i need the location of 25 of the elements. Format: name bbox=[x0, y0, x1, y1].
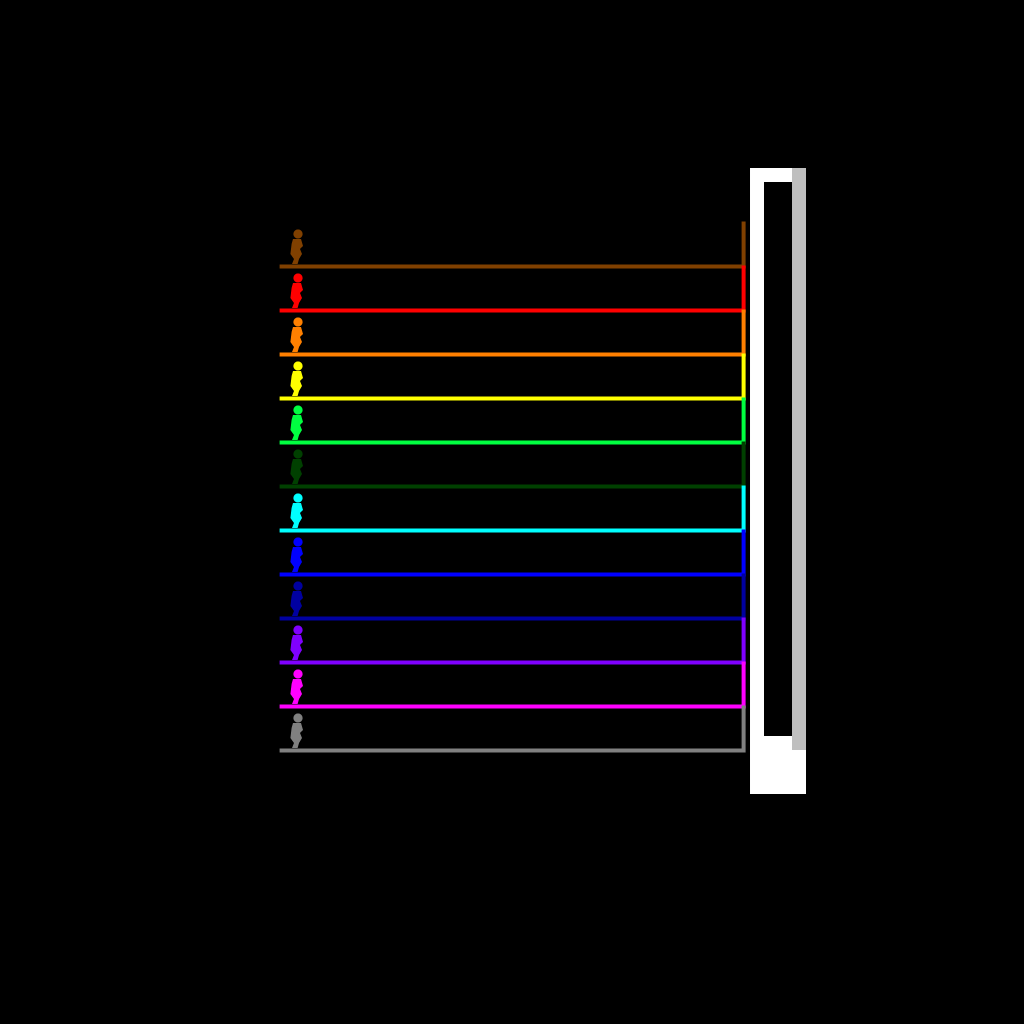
connector-line bbox=[279, 221, 746, 269]
person-icon bbox=[290, 493, 303, 528]
connector-line bbox=[279, 573, 746, 621]
person-icon bbox=[290, 537, 303, 572]
connector-line bbox=[279, 485, 746, 533]
person-icon bbox=[290, 449, 303, 484]
person-icon bbox=[290, 405, 303, 440]
person-icon bbox=[290, 273, 303, 308]
person-icon bbox=[290, 625, 303, 660]
connector-line bbox=[279, 265, 746, 313]
person-icon bbox=[290, 669, 303, 704]
person-icon bbox=[290, 361, 303, 396]
person-icon bbox=[290, 317, 303, 352]
doorway bbox=[750, 168, 806, 794]
connector-line bbox=[279, 353, 746, 401]
person-icon bbox=[290, 713, 303, 748]
connector-line bbox=[279, 397, 746, 445]
connector-line bbox=[279, 309, 746, 357]
connector-line bbox=[279, 705, 746, 753]
person-icon bbox=[290, 229, 303, 264]
connector-line bbox=[279, 441, 746, 489]
connector-line bbox=[279, 617, 746, 665]
connector-line bbox=[279, 529, 746, 577]
connector-line bbox=[279, 661, 746, 709]
person-icon bbox=[290, 581, 303, 616]
